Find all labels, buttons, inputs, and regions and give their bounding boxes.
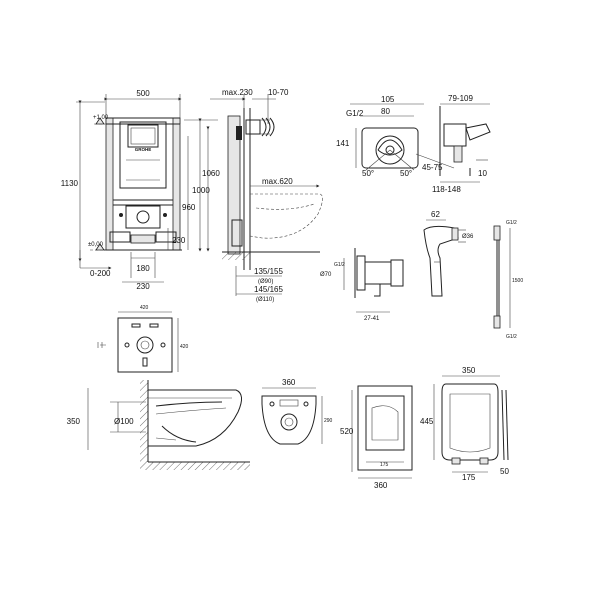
frame-front-view: 500 GROHE +1,00 ±0,00 1 [61,89,221,291]
seat-height: 445 [420,417,434,426]
angle-left-50: 50° [362,169,374,178]
bowl-side-view: 350 Ø100 [67,380,250,470]
dim-79-109: 79-109 [448,94,473,103]
dim-135-155: 135/155 [254,267,283,276]
thread-g12-outlet: G1/2 [334,262,345,268]
seat-view: 350 445 175 50 [420,366,509,482]
seat-depth: 50 [500,467,509,476]
mount-plate-view: 420 420 [97,305,189,373]
dim-height-1130: 1130 [61,179,79,188]
seat-hinge: 175 [462,473,476,482]
dim-141: 141 [336,139,350,148]
grohe-logo: GROHE [135,147,152,152]
dim-80: 80 [381,107,390,116]
dim-dia-110: (Ø110) [256,297,274,303]
bowl-front-height: 520 [340,427,354,436]
hygienic-shower-view: Ø70 G1/2 27-41 62 Ø36 G1/2 G1/2 1500 [320,210,523,340]
plate-height: 420 [180,344,189,350]
plate-width: 420 [140,305,149,311]
dim-offset-range: 0-200 [90,269,111,278]
dia-70: Ø70 [320,272,332,278]
bowl-front-view: 520 175 360 [340,385,413,490]
dim-62: 62 [431,210,440,219]
dim-height-1000: 1000 [192,186,210,195]
hose-thread-top: G1/2 [506,220,517,226]
thread-g12-left: G1/2 [346,109,364,118]
mixer-view: 105 80 G1/2 141 50° 50° 45-75 79-109 118… [336,94,491,194]
bowl-height-350: 350 [67,417,81,426]
dim-max-230: max.230 [222,88,253,97]
bowl-front-width: 360 [374,481,388,490]
top-level-mark: +1,00 [93,115,109,121]
bowl-top-view: 360 290 [261,378,333,445]
seat-width: 350 [462,366,476,375]
floor-level-mark: ±0,00 [88,242,104,248]
outlet-dia-100: Ø100 [114,417,134,426]
angle-right-50: 50° [400,169,412,178]
dim-45-75: 45-75 [422,163,443,172]
dim-bottom-230: 230 [136,282,150,291]
dim-145-165: 145/165 [254,285,283,294]
dim-bottom-180: 180 [136,264,150,273]
hose-thread-bottom: G1/2 [506,334,517,340]
dim-dia-90: (Ø90) [258,279,273,285]
dim-frame-width: 500 [136,89,150,98]
dim-10: 10 [478,169,487,178]
hose-length: 1500 [512,278,523,284]
dim-118-148: 118-148 [432,185,461,194]
dim-pipe-230: 230 [172,236,186,245]
dim-height-1060: 1060 [202,169,220,178]
dim-height-960: 960 [182,203,196,212]
dim-105: 105 [381,95,395,104]
bowl-front-inner: 175 [380,462,389,468]
bowl-top-depth: 290 [324,418,333,424]
dim-range-10-70: 10-70 [268,88,289,97]
bowl-top-width: 360 [282,378,296,387]
dia-36: Ø36 [462,234,474,240]
frame-side-view: max.230 10-70 max.620 135/155 (Ø90) 145/… [210,88,323,303]
dim-max-620: max.620 [262,177,293,186]
dim-27-41: 27-41 [364,316,380,322]
